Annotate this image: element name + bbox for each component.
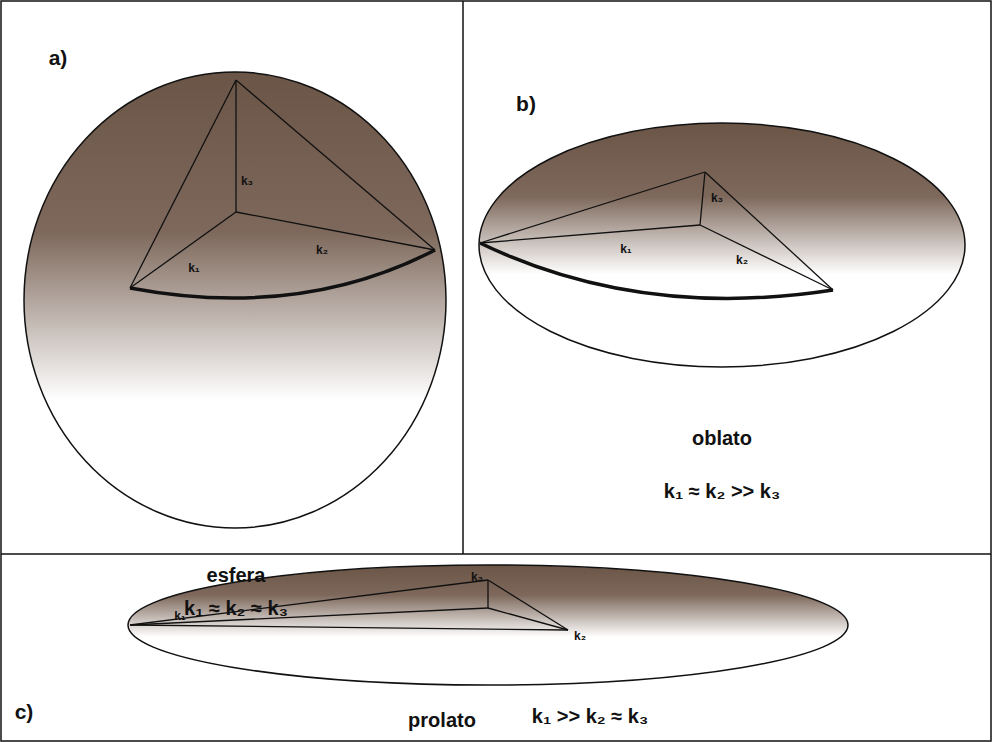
panel-letter: b) [516,92,536,116]
axis-label: k₁ [188,261,200,275]
axis-relation: k₁ >> k₂ ≈ k₃ [532,705,648,728]
axis-label: k₃ [471,570,483,584]
axis-label: k₂ [574,629,586,643]
axis-relation: k₁ ≈ k₂ >> k₃ [664,480,780,503]
axis-relation: k₁ ≈ k₂ ≈ k₃ [184,597,288,620]
axis-label: k₁ [620,242,632,256]
axis-label: k₂ [316,243,328,257]
shape-name: prolato [408,709,476,732]
axis-label: k₁ [174,609,186,623]
axis-label: k₂ [736,253,748,267]
axis-label: k₃ [711,191,723,205]
shape-name: oblato [692,427,752,450]
panel-letter: c) [15,700,34,724]
panel-letter: a) [49,46,68,70]
shape-name: esfera [207,564,266,587]
axis-label: k₃ [241,174,253,188]
